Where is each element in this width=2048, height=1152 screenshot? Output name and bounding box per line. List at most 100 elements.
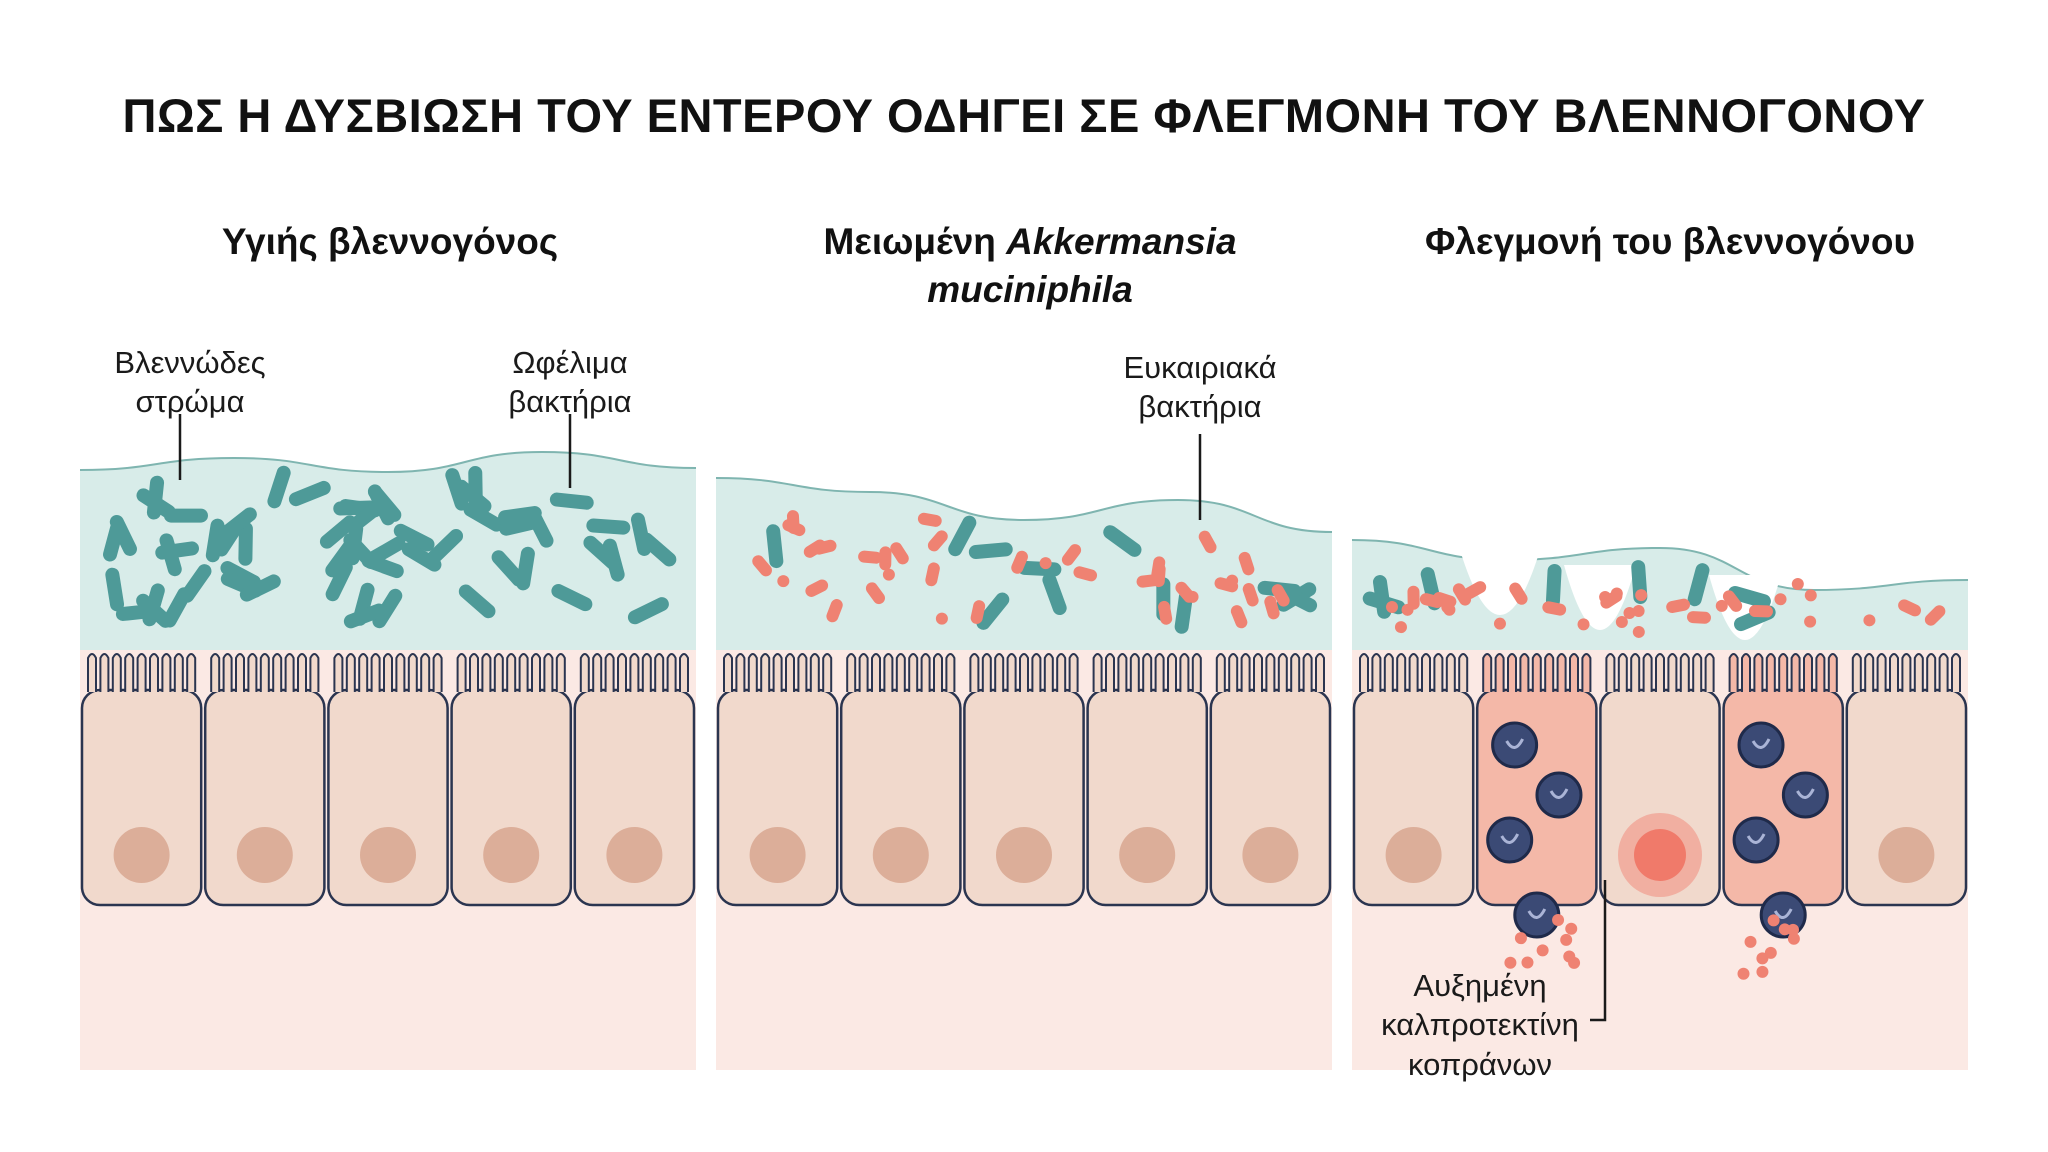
microvillus — [1277, 653, 1288, 692]
microvillus — [1253, 653, 1263, 692]
bacterial-particle — [1386, 601, 1399, 614]
microvillus — [481, 653, 492, 692]
panel-title-species: muciniphila — [927, 269, 1133, 311]
immune-cell-nucleus — [1549, 788, 1569, 799]
immune-cell — [1491, 721, 1539, 769]
microvillus — [1519, 653, 1530, 692]
beneficial-bacterium — [427, 528, 464, 564]
beneficial-bacterium — [239, 574, 281, 602]
microvillus — [99, 653, 110, 692]
bacterial-particle — [1791, 578, 1804, 591]
microvillus — [1692, 653, 1703, 692]
microvillus — [297, 653, 307, 692]
opportunistic-bacterium — [1898, 599, 1922, 617]
microvillus — [1240, 653, 1251, 692]
microvillus — [1482, 653, 1493, 692]
bacterial-particle — [1226, 574, 1239, 587]
microvillus — [1556, 653, 1567, 692]
calprotectin-particle — [1521, 956, 1534, 969]
microvillus — [747, 653, 758, 692]
microvillus — [407, 653, 418, 692]
opportunistic-bacterium — [1748, 605, 1773, 618]
microvillus — [284, 653, 295, 692]
bacterial-particle — [1623, 606, 1636, 619]
microvillus — [1901, 653, 1912, 692]
opportunistic-bacterium — [752, 555, 772, 577]
microvillus — [210, 653, 221, 692]
nucleus — [1242, 827, 1299, 883]
microvillus — [1445, 653, 1456, 692]
microvillus — [723, 653, 733, 692]
opportunistic-bacterium — [1198, 530, 1217, 554]
microvillus — [543, 653, 554, 692]
opportunistic-bacterium — [1271, 584, 1290, 607]
microvillus — [555, 653, 566, 692]
microvillus — [809, 653, 820, 692]
microvillus — [1142, 653, 1153, 692]
opportunistic-bacterium — [858, 550, 883, 564]
microvillus — [883, 653, 894, 692]
microvillus — [1371, 653, 1382, 692]
calprotectin-particle — [1744, 935, 1757, 948]
microvillus — [1753, 653, 1764, 692]
nucleus — [113, 827, 170, 883]
microvillus — [1191, 653, 1202, 692]
beneficial-bacterium — [586, 518, 631, 535]
nucleus — [483, 827, 540, 883]
microvillus — [994, 653, 1005, 692]
bacterial-particle — [1039, 557, 1052, 570]
microvillus — [259, 653, 270, 692]
bacterial-particle — [1863, 614, 1876, 627]
nucleus — [236, 827, 293, 883]
microvillus — [1215, 653, 1226, 692]
opportunistic-bacterium — [1924, 605, 1946, 626]
bacterial-particle — [1715, 599, 1728, 612]
bacterial-particle — [777, 575, 790, 588]
immune-cell-nucleus — [1796, 788, 1815, 799]
beneficial-bacterium — [136, 488, 176, 519]
microvillus — [1302, 653, 1313, 692]
microvillus — [1043, 653, 1054, 692]
microvillus — [531, 653, 541, 692]
microvillus — [136, 653, 147, 692]
microvillus — [772, 653, 783, 692]
opportunistic-bacterium — [1686, 611, 1711, 624]
opportunistic-bacterium — [917, 512, 942, 527]
microvillus — [666, 653, 677, 692]
microvillus — [493, 653, 504, 692]
bacterial-particle — [1804, 589, 1817, 602]
beneficial-bacterium — [219, 507, 257, 540]
bacterial-particle — [1774, 593, 1787, 606]
calprotectin-particle — [1514, 932, 1527, 945]
opportunistic-bacterium — [890, 542, 909, 565]
calprotectin-particle — [1536, 944, 1549, 957]
bacterial-particle — [1401, 603, 1414, 616]
panel-title-reduced-akkermansia: Μειωμένη Akkermansia muciniphila — [700, 218, 1360, 314]
immune-cell-nucleus — [1505, 738, 1524, 749]
microvillus — [1581, 653, 1592, 692]
microvillus — [432, 653, 443, 692]
panel-2 — [1351, 539, 1969, 1070]
nucleus — [1385, 827, 1442, 883]
microvillus — [592, 653, 603, 692]
microvillus — [1667, 653, 1678, 692]
opportunistic-bacterium — [1158, 600, 1173, 625]
immune-cell-nucleus — [1746, 833, 1766, 844]
microvillus — [1803, 653, 1813, 692]
microvillus — [272, 653, 283, 692]
nucleus — [872, 827, 929, 883]
microvillus — [1315, 653, 1325, 692]
panel-title-healthy: Υγιής βλεννογόνος — [221, 221, 559, 262]
mucus-edge — [79, 450, 697, 474]
beneficial-bacterium — [267, 465, 291, 509]
microvillus — [309, 653, 320, 692]
microvillus — [186, 653, 197, 692]
microvillus — [173, 653, 184, 692]
microvillus — [908, 653, 919, 692]
microvillus — [858, 653, 869, 692]
microvillus — [604, 653, 615, 692]
calprotectin-particle — [1767, 914, 1780, 927]
beneficial-bacterium — [976, 592, 1010, 630]
